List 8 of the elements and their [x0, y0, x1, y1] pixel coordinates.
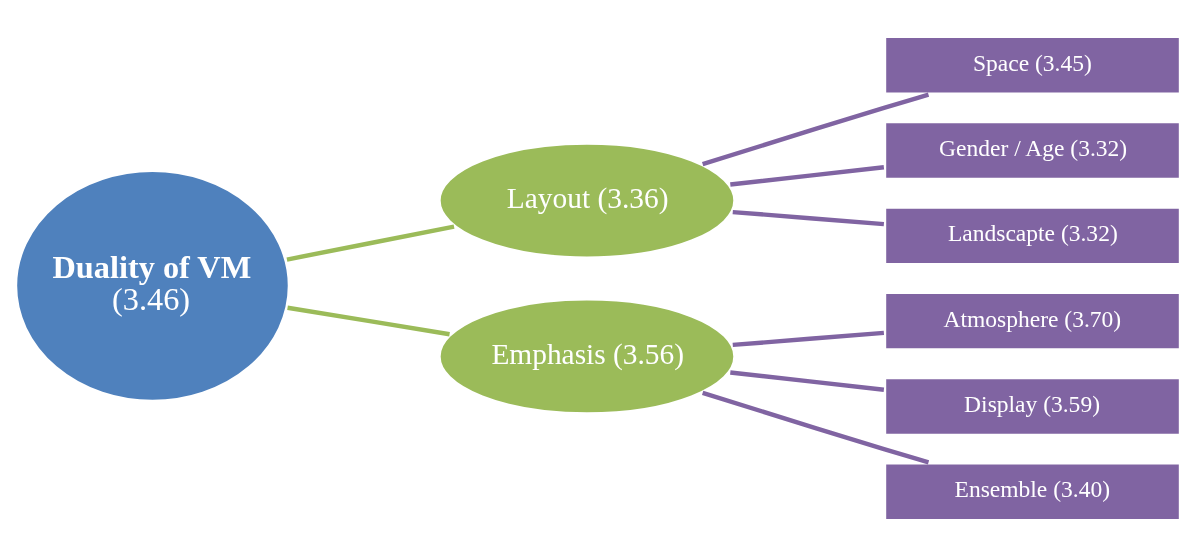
- connector: [732, 330, 885, 348]
- connector: [702, 92, 930, 167]
- connector: [286, 224, 455, 262]
- connector: [730, 370, 885, 392]
- connector: [730, 165, 885, 187]
- connector: [702, 390, 930, 465]
- connector: [732, 209, 885, 227]
- connector: [287, 305, 450, 337]
